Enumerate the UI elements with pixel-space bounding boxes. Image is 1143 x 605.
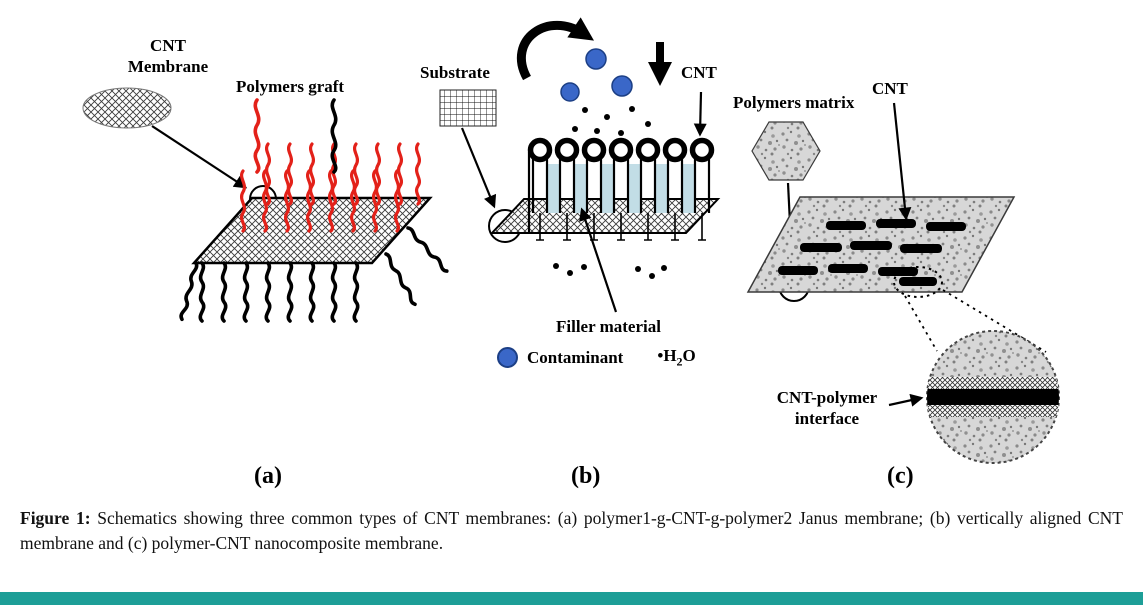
cnt-annotation-arrow-b — [693, 91, 707, 137]
filler-columns — [547, 164, 695, 213]
journal-footer-bar — [0, 592, 1143, 605]
cnt-polymer-interface-bar — [927, 377, 1059, 417]
cnt-label-c: CNT — [872, 79, 908, 98]
polymers-matrix-label: Polymers matrix — [733, 93, 855, 112]
caption-text: Schematics showing three common types of… — [20, 508, 1123, 554]
figure-caption: Figure 1: Schematics showing three commo… — [20, 506, 1123, 557]
contaminant-label: Contaminant — [527, 347, 624, 367]
cnt-label-b: CNT — [681, 63, 717, 82]
black-polymer-sample — [330, 98, 338, 174]
water-dots-bottom — [553, 263, 667, 279]
panel-a-letter: (a) — [254, 463, 282, 489]
panel-a-graphics — [82, 87, 450, 323]
panel-b-graphics — [439, 17, 721, 313]
water-dot-icon: • — [657, 346, 664, 365]
cnt-bars — [778, 219, 966, 286]
filler-material-label: Filler material — [556, 317, 661, 336]
polymer-matrix-hexagon — [751, 121, 821, 181]
substrate-label: Substrate — [420, 63, 490, 82]
zoom-source-dotted-circle — [893, 266, 943, 298]
polymers-graft-label: Polymers graft — [236, 77, 345, 96]
panel-b-legend: Contaminant •H2O — [497, 346, 696, 369]
cnt-membrane-icon — [82, 87, 172, 129]
cnt-tube-rings — [527, 137, 715, 163]
filler-annotation-arrow — [579, 207, 618, 313]
cnt-tube-walls — [527, 152, 711, 233]
membrane-annotation-arrow — [151, 125, 248, 189]
contaminant-icon — [497, 347, 518, 369]
water-dots-top — [572, 106, 651, 136]
water-label: •H2O — [657, 346, 696, 369]
rotation-arrow — [516, 17, 594, 81]
membrane-sheet — [191, 196, 433, 265]
interface-annotation-arrow — [888, 393, 924, 407]
cnt-membrane-label: CNT Membrane — [127, 36, 209, 76]
contaminant-circles — [560, 48, 633, 102]
caption-figure-number: Figure 1: — [20, 508, 91, 528]
cnt-polymer-interface-label: CNT-polymer interface — [776, 388, 878, 428]
tube-legs — [536, 213, 706, 241]
red-polymer-sample — [253, 98, 261, 174]
cnt-annotation-arrow-c — [892, 102, 912, 221]
figure-artwork — [82, 17, 1060, 464]
panel-c-graphics — [746, 102, 1060, 464]
graft-legend-samples — [253, 98, 338, 174]
substrate-icon — [439, 89, 497, 127]
panel-b-letter: (b) — [571, 463, 601, 489]
substrate-annotation-arrow — [460, 127, 497, 209]
panel-c-letter: (c) — [887, 463, 914, 489]
